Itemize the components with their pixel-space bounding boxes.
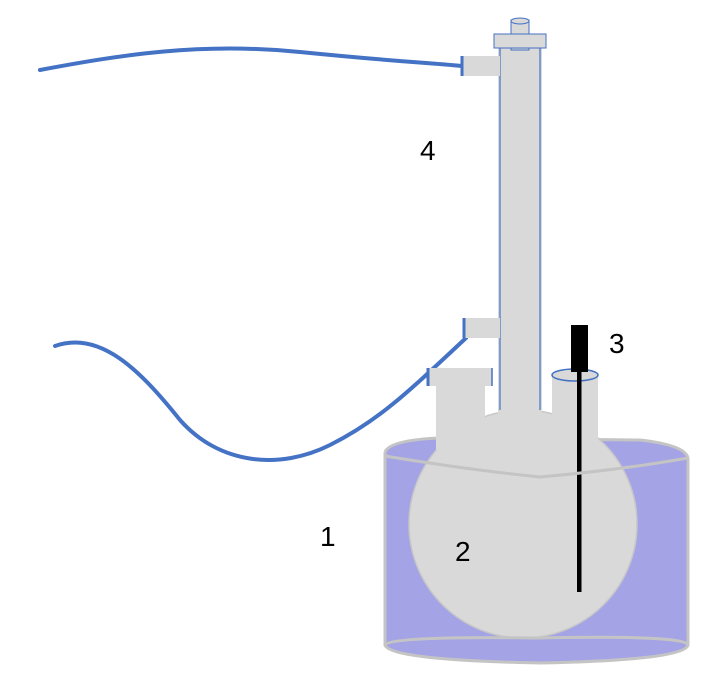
condenser-water-inlet xyxy=(464,318,500,338)
label-bath: 1 xyxy=(320,521,336,552)
bath-front-rim xyxy=(384,454,689,479)
condenser-water-outlet xyxy=(462,56,500,76)
condenser-body xyxy=(498,40,542,410)
condenser-top-opening xyxy=(510,17,530,25)
flask-side-neck-left-lip xyxy=(428,368,492,386)
cooling-water-outlet-tube xyxy=(38,46,464,72)
reflux-condenser xyxy=(460,17,547,410)
thermometer-cap xyxy=(571,325,588,372)
label-flask: 2 xyxy=(455,536,471,567)
label-condenser: 4 xyxy=(420,135,436,166)
flask-side-neck-right xyxy=(552,376,598,452)
flask-side-neck-left xyxy=(436,380,485,450)
thermometer xyxy=(571,325,588,592)
cooling-water-inlet-tube xyxy=(53,336,468,462)
condenser-top-collar xyxy=(493,33,547,49)
bath-rim xyxy=(383,452,690,665)
thermometer-stem xyxy=(577,370,582,592)
label-thermometer: 3 xyxy=(609,328,625,359)
bath-bottom xyxy=(383,635,690,665)
